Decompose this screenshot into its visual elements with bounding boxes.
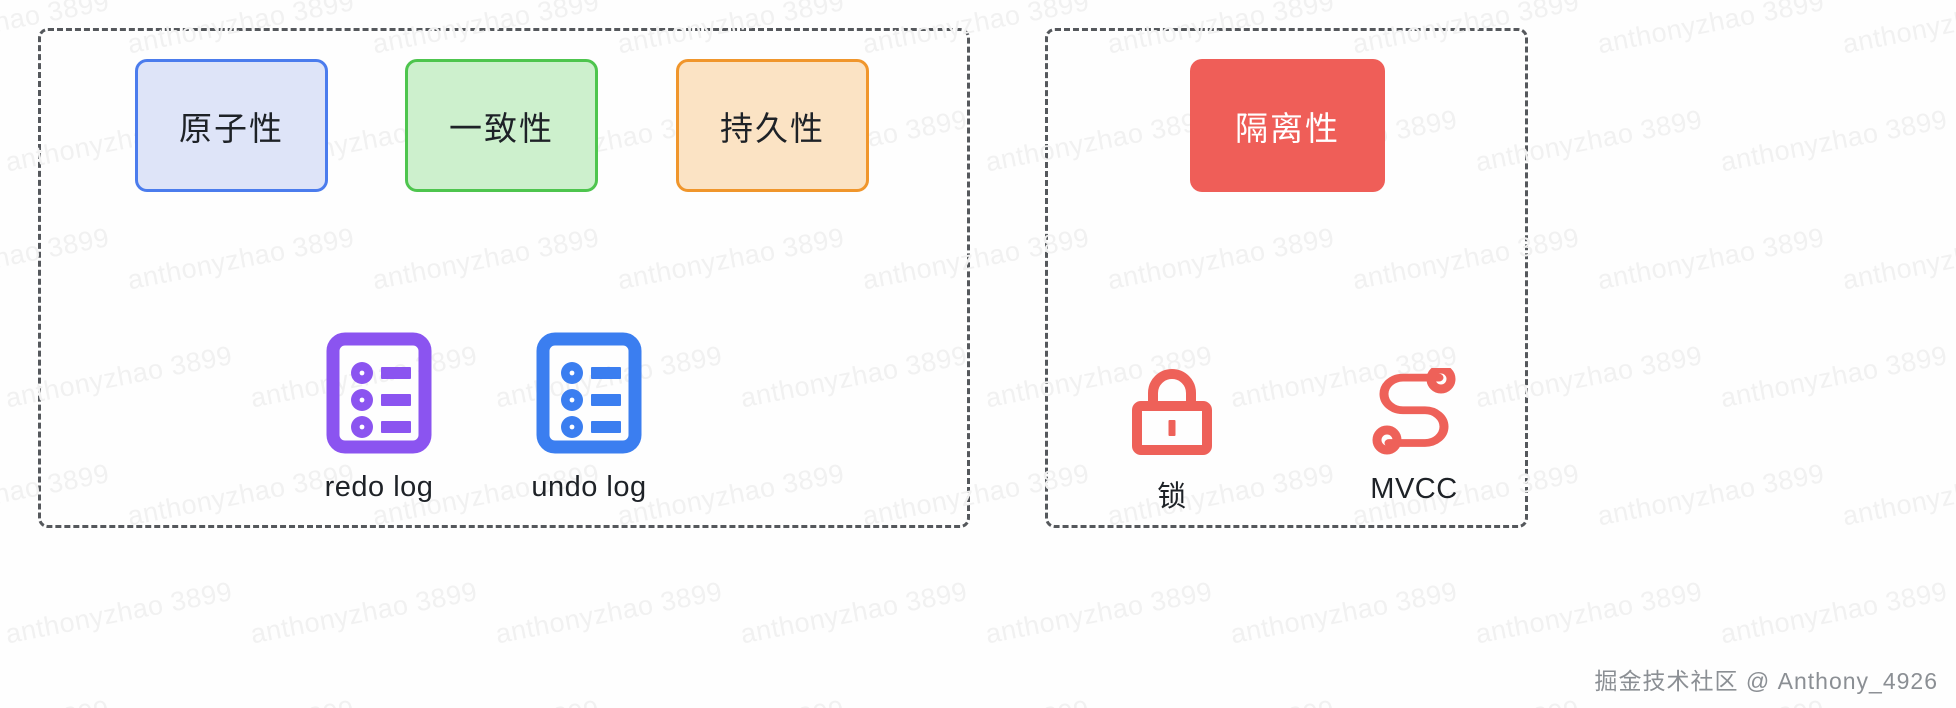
icon-caption-mvcc: MVCC bbox=[1370, 473, 1458, 505]
property-box-isolation: 隔离性 bbox=[1190, 59, 1385, 192]
watermark-text: anthonyzhao 3899 bbox=[247, 576, 480, 650]
watermark-text: anthonyzhao 3899 bbox=[125, 694, 357, 708]
icon-caption-lock: 锁 bbox=[1157, 481, 1187, 513]
watermark-text: anthonyzhao 3899 bbox=[0, 694, 112, 708]
watermark-text: anthonyzhao 3899 bbox=[1595, 458, 1827, 532]
isolation-panel bbox=[1045, 28, 1528, 528]
watermark-text: anthonyzhao 3899 bbox=[1840, 0, 1956, 60]
property-box-atomicity: 原子性 bbox=[135, 59, 328, 192]
icon-group-undo-log: undo log bbox=[525, 332, 653, 504]
icon-caption-undo-log: undo log bbox=[531, 471, 647, 503]
watermark-text: anthonyzhao 3899 bbox=[2, 576, 235, 650]
watermark-text: anthonyzhao 3899 bbox=[982, 576, 1215, 650]
icon-group-lock: 锁 bbox=[1110, 368, 1234, 515]
watermark-text: anthonyzhao 3899 bbox=[1472, 576, 1705, 650]
watermark-text: anthonyzhao 3899 bbox=[1350, 694, 1582, 708]
mvcc-s-path-icon bbox=[1371, 364, 1457, 461]
list-document-icon bbox=[326, 332, 432, 459]
watermark-text: anthonyzhao 3899 bbox=[1717, 576, 1950, 650]
lock-icon bbox=[1130, 368, 1214, 461]
acid-non-isolation-panel bbox=[38, 28, 970, 528]
watermark-text: anthonyzhao 3899 bbox=[737, 576, 970, 650]
watermark-text: anthonyzhao 3899 bbox=[1227, 576, 1460, 650]
watermark-text: anthonyzhao 3899 bbox=[1840, 458, 1956, 532]
watermark-text: anthonyzhao 3899 bbox=[1840, 222, 1956, 296]
watermark-text: anthonyzhao 3899 bbox=[370, 694, 602, 708]
property-box-durability: 持久性 bbox=[676, 59, 869, 192]
watermark-text: anthonyzhao 3899 bbox=[492, 576, 725, 650]
watermark-text: anthonyzhao 3899 bbox=[615, 694, 847, 708]
watermark-text: anthonyzhao 3899 bbox=[1595, 222, 1827, 296]
property-box-consistency: 一致性 bbox=[405, 59, 598, 192]
watermark-text: anthonyzhao 3899 bbox=[1840, 694, 1956, 708]
watermark-text: anthonyzhao 3899 bbox=[1595, 0, 1827, 60]
watermark-text: anthonyzhao 3899 bbox=[1717, 340, 1950, 414]
list-document-icon bbox=[536, 332, 642, 459]
watermark-text: anthonyzhao 3899 bbox=[1717, 104, 1950, 178]
watermark-text: anthonyzhao 3899 bbox=[860, 694, 1092, 708]
icon-group-mvcc: MVCC bbox=[1345, 364, 1483, 506]
icon-group-redo-log: redo log bbox=[315, 332, 443, 504]
icon-caption-redo-log: redo log bbox=[324, 471, 434, 503]
footer-credit: 掘金技术社区 @ Anthony_4926 bbox=[1594, 668, 1938, 694]
watermark-text: anthonyzhao 3899 bbox=[1105, 694, 1337, 708]
watermark-text: anthonyzhao 3899 bbox=[1595, 694, 1827, 708]
